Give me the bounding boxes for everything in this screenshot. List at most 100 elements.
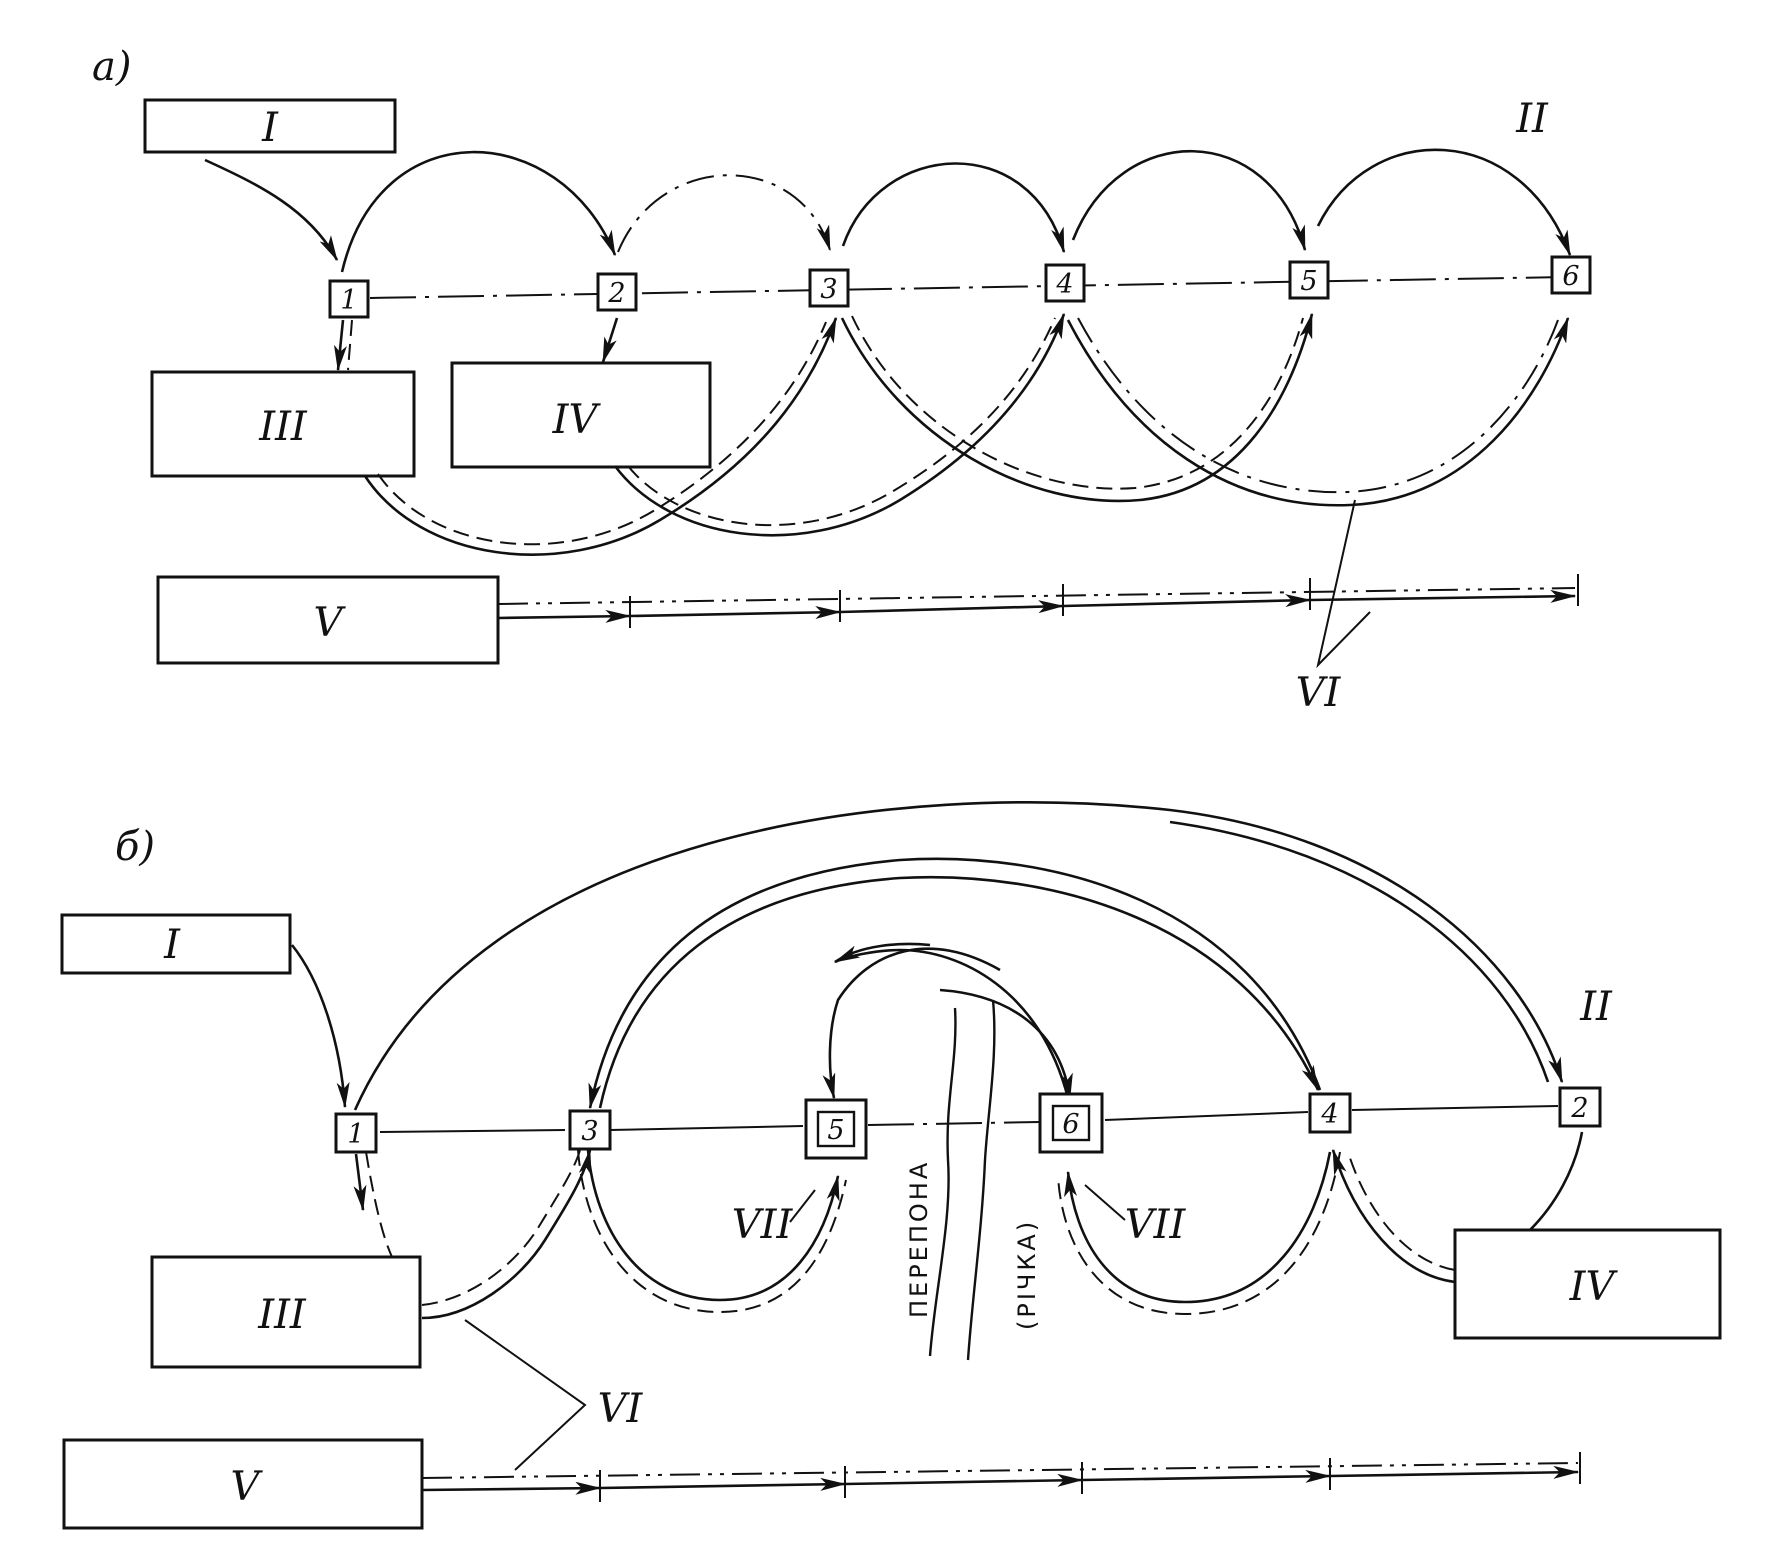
axis-line-b [379, 1129, 566, 1133]
arc-5-to-6-b [939, 988, 1073, 1100]
leader-VII-left [789, 1189, 816, 1223]
node-4-a-label: 4 [1055, 269, 1073, 300]
loop-III-3-b [421, 1148, 592, 1320]
flow-2-to-IV-a [601, 317, 619, 364]
panel-label-b: б) [115, 824, 155, 870]
node-3-b-label: 3 [581, 1116, 598, 1147]
flow-IV-to-4-b [1331, 1148, 1456, 1284]
node-1-b-label: 1 [347, 1119, 364, 1150]
node-1-b: 1 [334, 1112, 378, 1154]
box-IV-b-label: IV [1569, 1264, 1619, 1310]
axis-line-b [1104, 1111, 1309, 1121]
box-IV-a-label: IV [552, 397, 602, 443]
loop-3-5-b [586, 1149, 840, 1302]
arc-6-to-5-b [822, 947, 1001, 1100]
node-6-a: 6 [1550, 255, 1592, 295]
rail-seg-5-b [1329, 1465, 1580, 1479]
node-5-a-label: 5 [1300, 266, 1317, 297]
box-III-a: III [150, 370, 416, 478]
obstacle-sublabel: (РІЧКА) [1013, 1219, 1041, 1330]
rail-seg-3-b [844, 1473, 1084, 1487]
label-VI-b: VI [598, 1386, 644, 1432]
rail-seg-1-b [421, 1481, 602, 1495]
rail-seg-4-b [1081, 1469, 1332, 1483]
loop-IV-4-a-dash [627, 317, 1056, 526]
box-IV-b: IV [1453, 1228, 1722, 1340]
arc-1-2-b-inner [1169, 820, 1550, 1083]
box-I-b-label: I [163, 922, 181, 968]
flow-1-to-III-b [353, 1153, 367, 1212]
rail-seg-4-a [1062, 594, 1312, 608]
box-I-a-label: I [261, 105, 279, 151]
loop-3-5-b-dash [577, 1149, 847, 1314]
box-V-b-label: V [231, 1464, 264, 1510]
label-VI-a: VI [1296, 670, 1342, 716]
label-VII-right: VII [1125, 1202, 1187, 1248]
axis-line-b [1351, 1105, 1559, 1111]
arc-4-5-a [1071, 149, 1307, 252]
arc-1-2-a [340, 150, 617, 273]
label-VII-left: VII [732, 1202, 794, 1248]
box-III-a-label: III [258, 404, 308, 450]
node-1-a-label: 1 [340, 285, 357, 316]
loop-IV-4-a [613, 312, 1066, 537]
rail-seg-2-b [599, 1477, 847, 1491]
box-V-a: V [156, 575, 500, 665]
arc-4-3-b [588, 857, 1322, 1110]
label-II-b: II [1579, 984, 1613, 1030]
node-6-b: 6 [1038, 1092, 1104, 1154]
flow-1-to-III-b-dash [365, 1151, 393, 1258]
box-V-a-label: V [314, 600, 347, 646]
loop-III-3-a [363, 316, 838, 556]
label-II-a: II [1515, 96, 1549, 142]
box-III-b: III [150, 1255, 422, 1369]
loop-III-3-a-dash [377, 321, 827, 546]
node-4-b-label: 4 [1320, 1099, 1338, 1130]
flow-1-to-III-a [333, 319, 347, 372]
box-IV-a: IV [450, 361, 712, 469]
arc-3-4-a [841, 162, 1066, 254]
box-I-a: I [143, 98, 397, 154]
panel-label-a: а) [92, 44, 131, 90]
arc-1-2-b [353, 801, 1564, 1111]
box-V-b: V [62, 1438, 424, 1530]
node-6-b-label: 6 [1062, 1109, 1079, 1140]
node-4-a: 4 [1044, 263, 1086, 303]
flow-I-to-1-b [290, 944, 350, 1109]
leader-VI-b [464, 1319, 587, 1471]
node-1-a: 1 [328, 279, 370, 319]
loop-4-6-a [1066, 316, 1570, 507]
node-3-a: 3 [808, 268, 850, 308]
box-III-b-label: III [257, 1292, 307, 1338]
rail-seg-2-a [629, 605, 842, 619]
rail-seg-3-a [839, 600, 1065, 614]
node-2-b: 2 [1558, 1086, 1602, 1128]
node-4-b: 4 [1308, 1092, 1352, 1134]
leader-VII-right [1084, 1184, 1126, 1221]
axis-line-b [609, 1125, 804, 1131]
flow-2-to-IV-b [1529, 1131, 1584, 1231]
rail-dashed-b [421, 1462, 1579, 1479]
node-3-b: 3 [568, 1109, 612, 1151]
arc-2-3-a [617, 174, 831, 253]
flow-I-to-1-a [204, 158, 339, 262]
loop-4-6-b-dash [1057, 1151, 1341, 1316]
leader-VI-a [1316, 499, 1371, 669]
diagram-a: а) I III IV V [92, 44, 1592, 716]
node-2-a-label: 2 [607, 278, 625, 309]
arc-6-5-b-mid [834, 942, 931, 964]
loop-3-5-a-dash [851, 315, 1304, 490]
loop-III-3-b-dash [421, 1149, 581, 1306]
box-I-b: I [60, 913, 292, 975]
loop-4-6-b [1064, 1151, 1332, 1304]
rail-seg-1-a [497, 609, 632, 623]
node-2-a: 2 [596, 272, 638, 312]
node-3-a-label: 3 [820, 274, 837, 305]
rail-dashed-a [497, 587, 1576, 605]
obstacle-label: ПЕРЕПОНА [905, 1160, 933, 1318]
arc-3-4-b [598, 875, 1320, 1109]
river-bank-right [966, 999, 996, 1361]
loop-3-5-a [840, 312, 1314, 503]
